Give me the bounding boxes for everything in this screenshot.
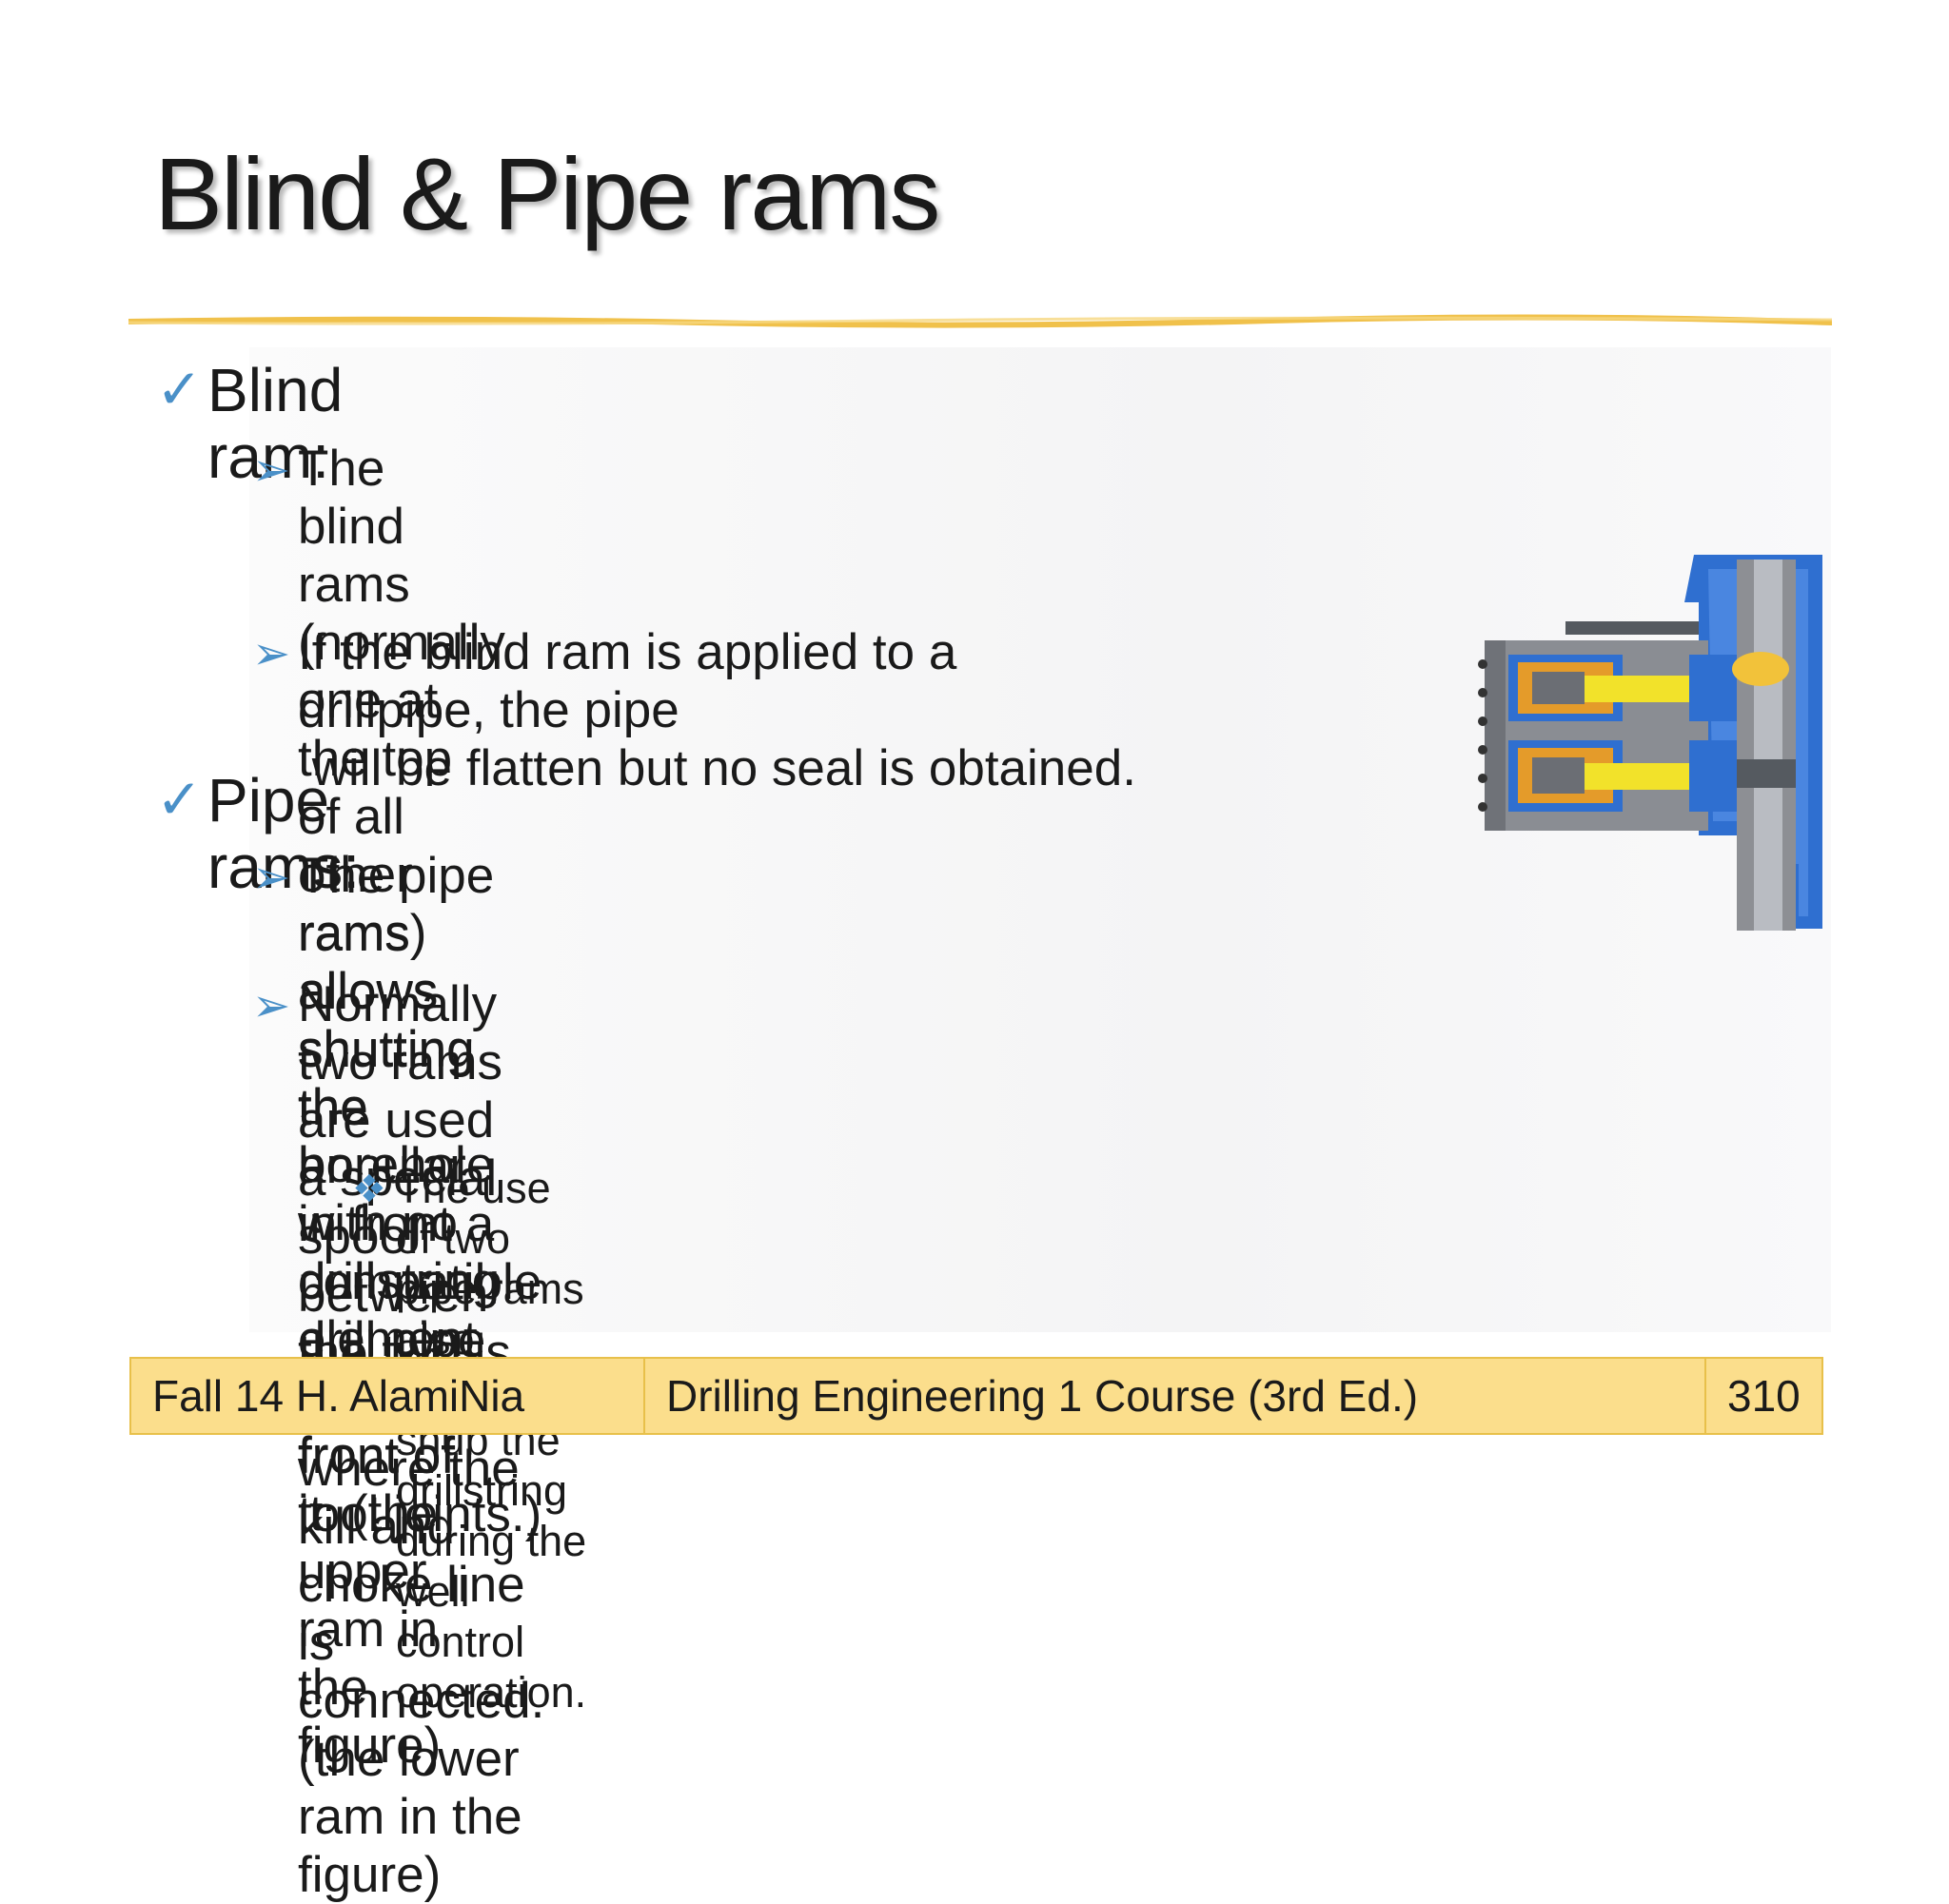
footer-author: Fall 14 H. AlamiNia — [131, 1359, 645, 1433]
subbullet-pipe-1: ❖ The use of two pipe rams also permit t… — [352, 1164, 587, 1717]
arrow-bullet-icon: ➢ — [252, 629, 291, 679]
bullet-blind-2: ➢ If the blind ram is applied to a drill… — [252, 624, 1136, 796]
arrow-bullet-icon: ➢ — [252, 981, 291, 1031]
bop-cutaway-image — [1478, 555, 1822, 931]
footer-page-number: 310 — [1727, 1371, 1801, 1421]
title-divider — [128, 314, 1832, 328]
slide-footer: Fall 14 H. AlamiNia Drilling Engineering… — [129, 1357, 1823, 1435]
checkmark-icon: ✓ — [156, 359, 203, 421]
arrow-bullet-icon: ➢ — [252, 445, 291, 496]
content-background — [249, 347, 1831, 1332]
arrow-bullet-icon: ➢ — [252, 853, 291, 903]
checkmark-icon: ✓ — [156, 769, 203, 831]
section-heading-pipe-rams: ✓ Pipe rams: — [156, 766, 360, 901]
footer-course: Drilling Engineering 1 Course (3rd Ed.) — [645, 1359, 1706, 1433]
diamond-bullet-icon: ❖ — [352, 1168, 386, 1210]
slide-title: Blind & Pipe rams — [154, 136, 940, 251]
section-heading-blind-ram: ✓ Blind ram: — [156, 356, 344, 491]
